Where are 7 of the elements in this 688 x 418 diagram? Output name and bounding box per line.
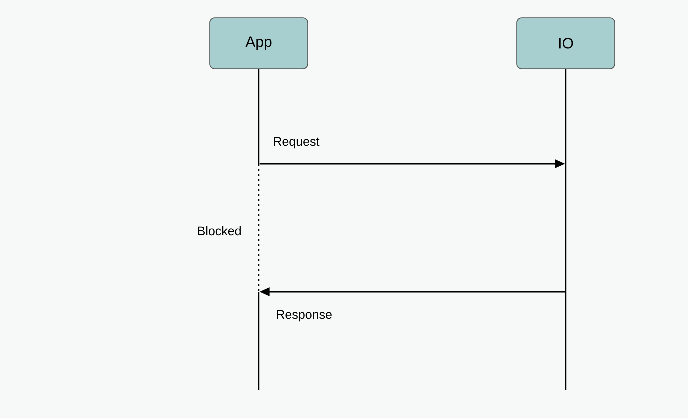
message-arrow: [260, 288, 566, 296]
message-arrow: [260, 160, 566, 168]
edge-label: Request: [274, 137, 320, 149]
participant-box: IO: [516, 18, 616, 70]
edge-label: Response: [277, 310, 332, 322]
state-label: Blocked: [198, 226, 241, 236]
participant-box: App: [210, 18, 308, 70]
